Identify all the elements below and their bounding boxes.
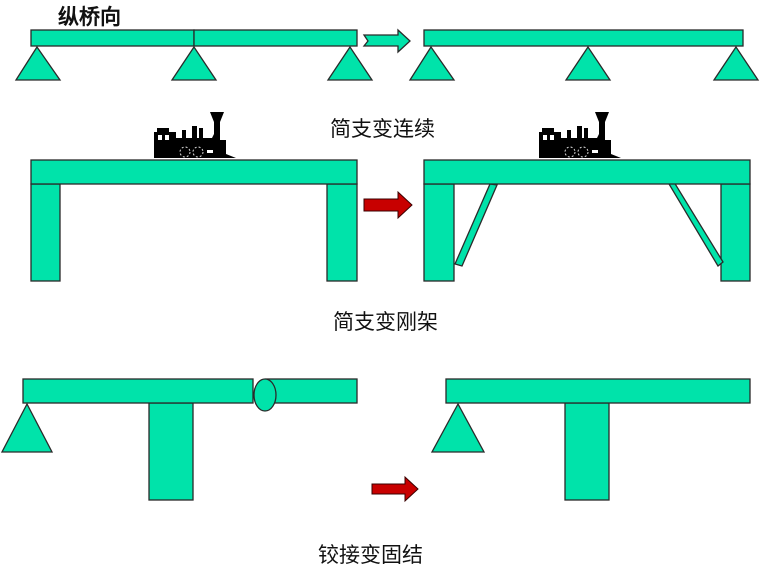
deck (423, 159, 751, 185)
triangle-support-icon (564, 45, 612, 81)
hinge-ellipse-icon (253, 378, 277, 412)
pier-right (720, 183, 751, 282)
pier-left (30, 183, 61, 282)
right-arrow-icon (363, 190, 413, 220)
row1-before (14, 29, 374, 81)
span-right (193, 29, 358, 47)
continuous-deck (445, 378, 751, 404)
triangle-support-icon (326, 45, 374, 81)
pier (148, 402, 194, 501)
locomotive-icon (154, 112, 236, 158)
section-label: 简支变连续 (330, 117, 435, 141)
suspended-span (265, 378, 358, 404)
span-left (30, 29, 195, 47)
triangle-support-icon (712, 45, 760, 81)
diagram-title: 纵桥向 (58, 5, 121, 29)
brace-right (668, 181, 724, 267)
pier-left (423, 183, 455, 282)
right-arrow-icon (371, 475, 419, 503)
row2-after (423, 159, 751, 282)
continuous-beam (423, 29, 744, 47)
pier-right (326, 183, 358, 282)
pier (564, 402, 610, 501)
section-label: 简支变刚架 (333, 310, 438, 334)
row3-before (0, 378, 358, 501)
section-label: 铰接变固结 (318, 543, 423, 567)
deck (30, 159, 358, 185)
cantilever-left (22, 378, 254, 404)
triangle-support-icon (0, 402, 54, 453)
row2-before (30, 159, 358, 282)
right-arrow-icon (362, 28, 411, 54)
triangle-support-icon (14, 45, 62, 81)
brace-left (454, 183, 498, 267)
triangle-support-icon (170, 45, 218, 81)
row3-after (430, 378, 751, 501)
locomotive-icon (539, 112, 621, 158)
row1-after (408, 29, 760, 81)
triangle-support-icon (408, 45, 456, 81)
triangle-support-icon (430, 402, 486, 453)
